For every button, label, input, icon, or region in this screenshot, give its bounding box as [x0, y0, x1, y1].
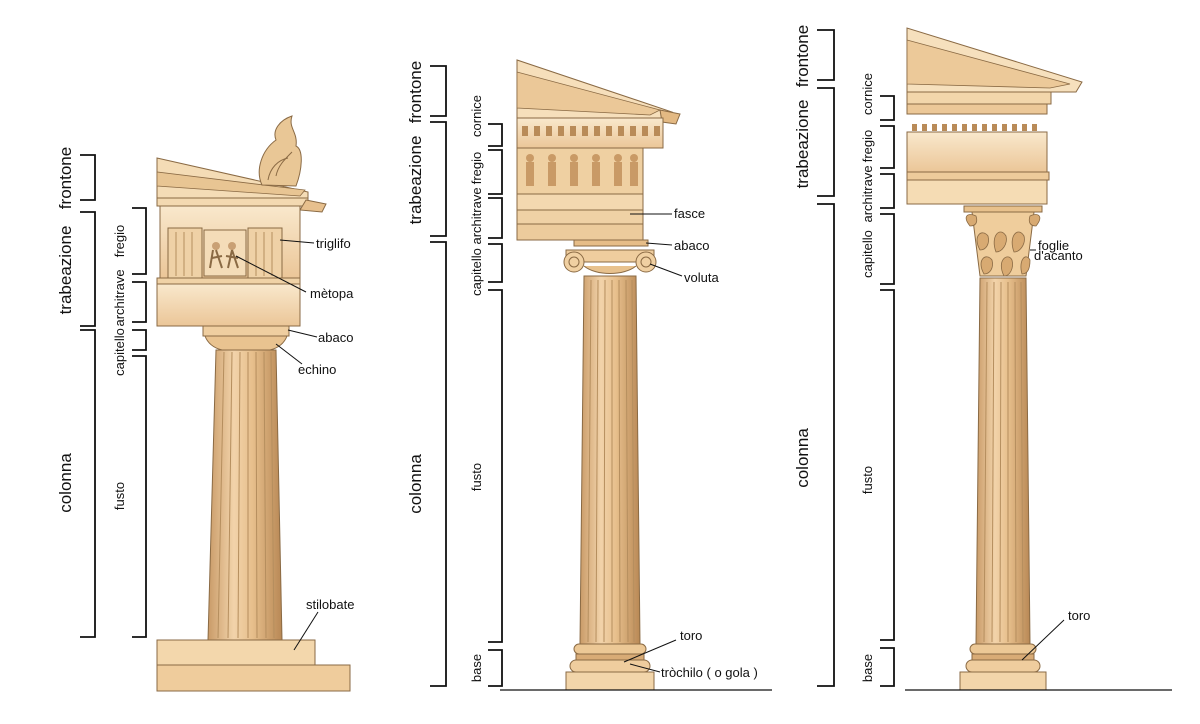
- ionic-bracket-fregio: [488, 149, 503, 195]
- ionic-bracket-cornice: [488, 123, 503, 147]
- corinthian-callout-toro: toro: [1068, 608, 1090, 623]
- ionic-bracket-architrave: [488, 197, 503, 239]
- doric-callout-abaco: abaco: [318, 330, 353, 345]
- ionic-architrave: [516, 193, 644, 211]
- corinthian-capital: [963, 205, 1043, 277]
- corinthian-bracket-frontone: [817, 29, 835, 81]
- ionic-callout-abaco: abaco: [674, 238, 709, 253]
- corinthian-label-fregio: fregio: [860, 130, 875, 163]
- ionic-callout-voluta: voluta: [684, 270, 719, 285]
- corinthian-callout-foglie: foglie: [1038, 238, 1069, 253]
- triglyphs: [167, 227, 283, 279]
- doric-label-capitello: capitello: [112, 328, 127, 376]
- ionic-abacus: [573, 239, 649, 247]
- ionic-cornice: [516, 117, 664, 149]
- corinthian-order: frontone trabeazione colonna cornice fre…: [793, 25, 1172, 691]
- doric-drawing: [156, 115, 351, 692]
- corinthian-bracket-base: [880, 647, 895, 687]
- doric-echinus: [204, 335, 288, 351]
- corinthian-label-fusto: fusto: [860, 466, 875, 494]
- corinthian-label-trabeazione: trabeazione: [793, 100, 812, 189]
- ionic-label-architrave: architrave: [469, 187, 484, 244]
- doric-labels: frontone trabeazione colonna fregio arch…: [56, 147, 354, 651]
- corinthian-base: [959, 643, 1047, 691]
- corinthian-dentils: [912, 124, 1037, 131]
- ionic-callout-trochilo: tròchilo ( o gola ): [661, 665, 758, 680]
- corinthian-callout-acanto: d'acanto: [1034, 248, 1083, 263]
- doric-label-architrave: architrave: [112, 269, 127, 326]
- doric-stylobate: [156, 639, 316, 666]
- acanthus-leaves: [965, 214, 1041, 277]
- ionic-label-colonna: colonna: [406, 454, 425, 514]
- corinthian-bracket-architrave: [880, 173, 895, 209]
- doric-order: frontone trabeazione colonna fregio arch…: [56, 115, 354, 692]
- corinthian-label-capitello: capitello: [860, 230, 875, 278]
- doric-bracket-fusto: [132, 355, 147, 638]
- corinthian-frieze: [906, 131, 1048, 173]
- ionic-callout-toro: toro: [680, 628, 702, 643]
- metope-relief: [203, 229, 247, 277]
- ionic-bracket-fusto: [488, 289, 503, 643]
- ionic-label-trabeazione: trabeazione: [406, 136, 425, 225]
- ionic-bracket-base: [488, 649, 503, 687]
- ionic-shaft: [579, 275, 641, 645]
- frieze-relief-figures: [526, 154, 638, 186]
- corinthian-bracket-trabeazione: [817, 87, 835, 197]
- doric-label-colonna: colonna: [56, 453, 75, 513]
- doric-architrave: [156, 277, 301, 285]
- doric-bracket-architrave: [132, 281, 147, 323]
- corinthian-architrave: [906, 171, 1050, 181]
- ionic-label-cornice: cornice: [469, 95, 484, 137]
- ionic-bracket-capitello: [488, 243, 503, 283]
- corinthian-bracket-fregio: [880, 125, 895, 169]
- doric-label-fusto: fusto: [112, 482, 127, 510]
- doric-bracket-trabeazione: [80, 211, 96, 327]
- doric-callout-metopa: mètopa: [310, 286, 354, 301]
- doric-bracket-colonna: [80, 329, 96, 638]
- corinthian-label-colonna: colonna: [793, 428, 812, 488]
- corinthian-bracket-fusto: [880, 289, 895, 641]
- corinthian-bracket-capitello: [880, 213, 895, 285]
- acroterion-ornament: [258, 115, 302, 187]
- ionic-label-fusto: fusto: [469, 463, 484, 491]
- doric-bracket-frontone: [80, 154, 96, 201]
- ionic-callout-fasce: fasce: [674, 206, 705, 221]
- ionic-dentils: [522, 126, 660, 136]
- corinthian-label-base: base: [860, 654, 875, 682]
- doric-bracket-fregio: [132, 207, 147, 275]
- doric-label-frontone: frontone: [56, 147, 75, 209]
- corinthian-bracket-cornice: [880, 95, 895, 121]
- ionic-volute: [563, 249, 657, 274]
- corinthian-label-frontone: frontone: [793, 25, 812, 87]
- doric-callout-triglifo: triglifo: [316, 236, 351, 251]
- ionic-frieze: [516, 147, 644, 195]
- ionic-bracket-frontone: [430, 65, 447, 117]
- ionic-label-frontone: frontone: [406, 61, 425, 123]
- corinthian-labels: frontone trabeazione colonna cornice fre…: [793, 25, 1090, 687]
- ionic-label-capitello: capitello: [469, 248, 484, 296]
- corinthian-cornice: [906, 91, 1052, 105]
- ionic-bracket-colonna: [430, 241, 447, 687]
- doric-abacus: [202, 325, 290, 337]
- doric-label-fregio: fregio: [112, 225, 127, 258]
- corinthian-drawing: [905, 27, 1172, 691]
- doric-callout-stilobate: stilobate: [306, 597, 354, 612]
- ionic-drawing: [500, 59, 772, 691]
- doric-label-trabeazione: trabeazione: [56, 226, 75, 315]
- ionic-bracket-trabeazione: [430, 121, 447, 237]
- corinthian-label-cornice: cornice: [860, 73, 875, 115]
- ionic-order: frontone trabeazione colonna cornice fre…: [406, 59, 772, 691]
- ionic-label-base: base: [469, 654, 484, 682]
- ionic-label-fregio: fregio: [469, 152, 484, 185]
- ionic-base: [565, 643, 655, 691]
- doric-callout-echino: echino: [298, 362, 336, 377]
- corinthian-label-architrave: architrave: [860, 165, 875, 222]
- corinthian-bracket-colonna: [817, 203, 835, 687]
- ionic-labels: frontone trabeazione colonna cornice fre…: [406, 61, 758, 687]
- doric-bracket-capitello: [132, 329, 147, 351]
